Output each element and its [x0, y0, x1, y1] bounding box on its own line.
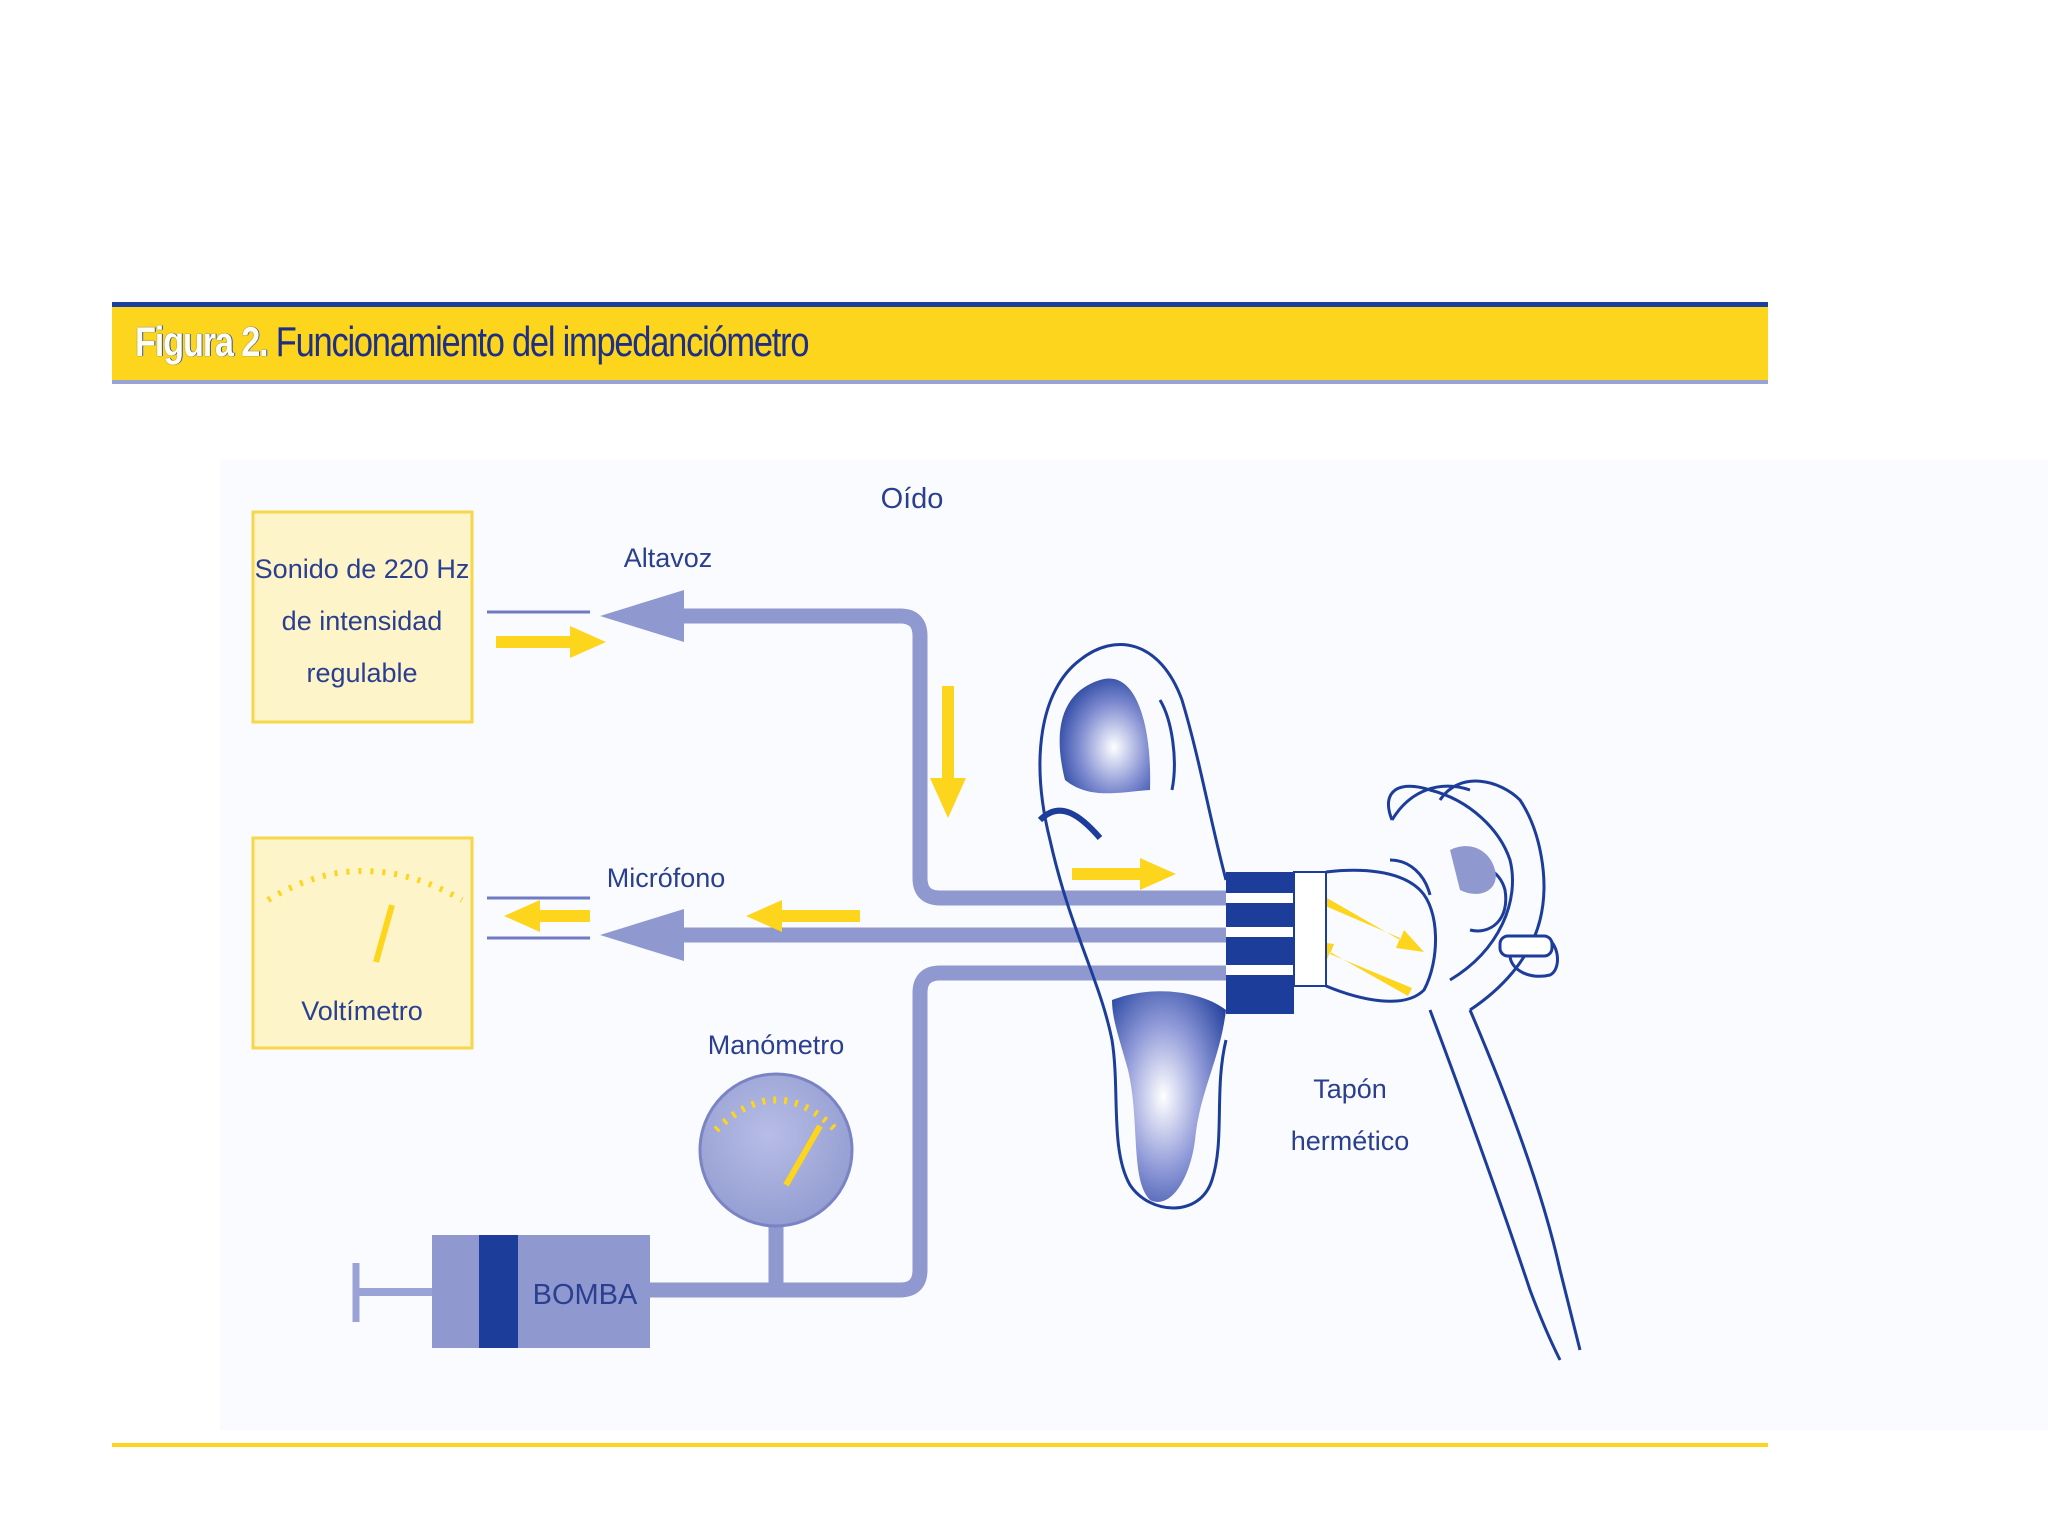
arrow-down-to-ear [930, 686, 966, 818]
manometer-label: Manómetro [708, 1030, 845, 1060]
voltmeter-scale [266, 868, 464, 903]
arrow-reflected [1306, 940, 1412, 996]
ossicle [1450, 846, 1496, 894]
ear-auricle [1037, 643, 1228, 1210]
figure-title-text: Funcionamiento del impedanciómetro [275, 318, 810, 365]
figure-label: Figura 2. [135, 318, 269, 365]
speaker-tube [660, 608, 1240, 906]
ear-label: Oído [881, 483, 944, 515]
arrow-to-voltmeter [504, 900, 590, 932]
voltmeter-needle [373, 904, 395, 963]
pump: BOMBA [352, 1235, 650, 1348]
signal-arrows [496, 626, 1424, 996]
tubes [640, 608, 1240, 1298]
bottom-rule [112, 1443, 1768, 1447]
sound-box-line2: de intensidad [282, 606, 443, 636]
arrow-to-eardrum [1316, 894, 1424, 952]
microphone-label: Micrófono [607, 863, 726, 893]
speaker-arrowhead [600, 590, 684, 642]
microphone-arrowhead [600, 909, 684, 961]
middle-ear [1325, 779, 1582, 1361]
sound-box-line1: Sonido de 220 Hz [255, 554, 470, 584]
pump-label: BOMBA [533, 1279, 638, 1311]
manometer-gauge [698, 1072, 854, 1228]
sound-box-line3: regulable [306, 658, 417, 688]
sound-generator-box [251, 510, 474, 724]
cochlea-duct [1498, 934, 1554, 958]
voltmeter-box [251, 836, 474, 1050]
arrow-to-speaker [496, 626, 606, 658]
figure-title: Figura 2. Funcionamiento del impedancióm… [135, 318, 810, 366]
arrow-from-ear [746, 900, 860, 932]
hermetic-plug [1226, 871, 1327, 1014]
pump-tube [640, 965, 1240, 1298]
plug-label-line1: Tapón [1313, 1074, 1387, 1104]
figure-title-bar [112, 302, 1768, 384]
voltmeter-label: Voltímetro [301, 996, 423, 1026]
plug-label-line2: hermético [1291, 1126, 1410, 1156]
arrow-into-canal [1072, 858, 1176, 890]
speaker-label: Altavoz [624, 543, 713, 573]
